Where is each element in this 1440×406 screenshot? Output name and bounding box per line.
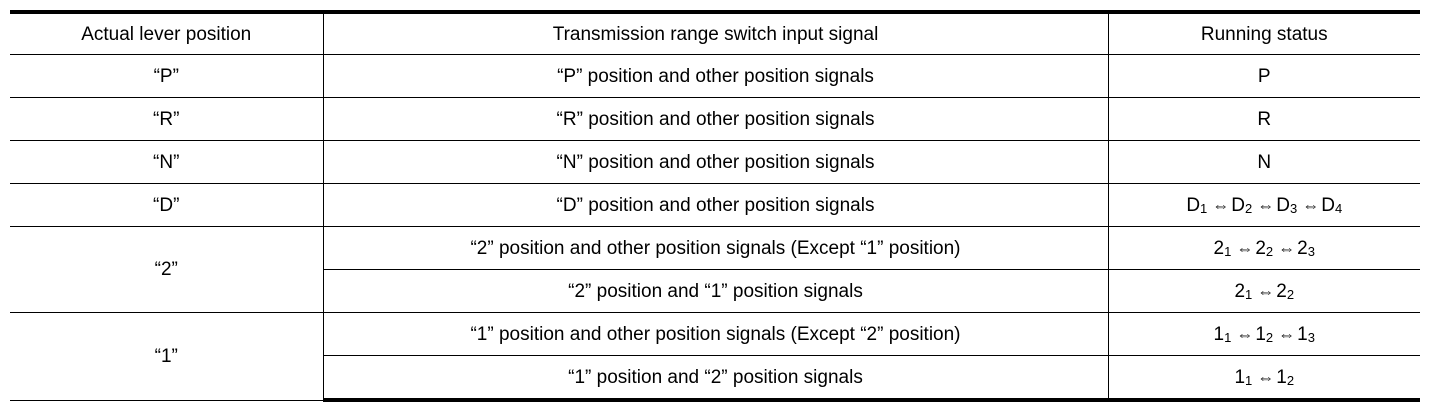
lever-position-cell: “N” <box>10 140 324 184</box>
running-status-cell: 21⇔22 <box>1107 269 1420 313</box>
gear-subscript: 1 <box>1245 286 1253 302</box>
lever-position-cell: “2” <box>10 226 324 313</box>
table-row: “1” “1” position and other position sign… <box>10 312 1420 401</box>
gear-subscript: 1 <box>1224 329 1232 345</box>
lever-position-cell: “1” <box>10 312 324 401</box>
input-signal-cell: “2” position and other position signals … <box>322 226 1109 270</box>
gear-label: D <box>1321 194 1335 216</box>
gear-label: 2 <box>1255 237 1266 259</box>
running-status-cell: D1⇔D2⇔D3⇔D4 <box>1107 183 1420 227</box>
gear-label: P <box>1257 65 1271 87</box>
gear-subscript: 2 <box>1265 329 1274 345</box>
gear-label: 1 <box>1234 366 1246 388</box>
header-lever-position: Actual lever position <box>10 10 324 55</box>
table-row: “N” “N” position and other position sign… <box>10 140 1420 184</box>
gear-label: 1 <box>1297 323 1308 345</box>
table-row: “R” “R” position and other position sign… <box>10 97 1420 141</box>
gear-label: N <box>1257 151 1272 173</box>
double-arrow-icon: ⇔ <box>1236 238 1254 258</box>
double-arrow-icon: ⇔ <box>1278 238 1296 258</box>
gear-subscript: 3 <box>1307 243 1315 259</box>
double-arrow-icon: ⇔ <box>1236 324 1254 344</box>
gear-label: D <box>1276 194 1290 216</box>
lever-position-cell: “D” <box>10 183 324 227</box>
running-status-cell: N <box>1107 140 1420 184</box>
double-arrow-icon: ⇔ <box>1302 195 1320 215</box>
double-arrow-icon: ⇔ <box>1257 367 1275 387</box>
gear-label: 2 <box>1276 280 1287 302</box>
shift-table-wrapper: Actual lever position Transmission range… <box>10 10 1420 402</box>
gear-label: 2 <box>1234 280 1246 302</box>
input-signal-cell: “1” position and “2” position signals <box>322 355 1109 402</box>
gear-label: 2 <box>1297 237 1308 259</box>
table-row: “2” “2” position and other position sign… <box>10 226 1420 313</box>
gear-label: D <box>1186 194 1201 216</box>
gear-subscript: 2 <box>1245 200 1253 216</box>
gear-label: 2 <box>1213 237 1225 259</box>
running-status-cell: 11⇔12 <box>1107 355 1420 402</box>
gear-subscript: 1 <box>1224 243 1232 259</box>
input-signal-cell: “2” position and “1” position signals <box>322 269 1109 313</box>
header-row: Actual lever position Transmission range… <box>10 10 1420 55</box>
gear-subscript: 4 <box>1334 200 1343 216</box>
gear-subscript: 2 <box>1286 286 1295 302</box>
transmission-range-table: Actual lever position Transmission range… <box>10 10 1420 402</box>
gear-subscript: 2 <box>1265 243 1274 259</box>
gear-subscript: 1 <box>1200 200 1208 216</box>
running-status-cell: R <box>1107 97 1420 141</box>
header-input-signal: Transmission range switch input signal <box>322 10 1109 55</box>
running-status-cell: P <box>1107 54 1420 98</box>
double-arrow-icon: ⇔ <box>1212 195 1230 215</box>
table-row: “D” “D” position and other position sign… <box>10 183 1420 227</box>
gear-subscript: 3 <box>1307 329 1315 345</box>
gear-label: 1 <box>1213 323 1225 345</box>
table-row: “2” position and “1” position signals 21… <box>10 269 1420 313</box>
running-status-cell: 21⇔22⇔23 <box>1107 226 1420 270</box>
gear-subscript: 3 <box>1289 200 1298 216</box>
input-signal-cell: “N” position and other position signals <box>322 140 1109 184</box>
lever-position-cell: “R” <box>10 97 324 141</box>
running-status-cell: 11⇔12⇔13 <box>1107 312 1420 356</box>
table-row: “1” position and “2” position signals 11… <box>10 355 1420 402</box>
lever-position-cell: “P” <box>10 54 324 98</box>
double-arrow-icon: ⇔ <box>1257 195 1275 215</box>
gear-subscript: 2 <box>1286 372 1295 388</box>
gear-label: D <box>1231 194 1246 216</box>
double-arrow-icon: ⇔ <box>1278 324 1296 344</box>
input-signal-cell: “R” position and other position signals <box>322 97 1109 141</box>
input-signal-cell: “1” position and other position signals … <box>322 312 1109 356</box>
gear-label: 1 <box>1255 323 1266 345</box>
gear-label: R <box>1257 108 1272 130</box>
header-running-status: Running status <box>1107 10 1420 55</box>
input-signal-cell: “P” position and other position signals <box>322 54 1109 98</box>
gear-label: 1 <box>1276 366 1287 388</box>
gear-subscript: 1 <box>1245 372 1253 388</box>
table-row: “P” “P” position and other position sign… <box>10 54 1420 98</box>
double-arrow-icon: ⇔ <box>1257 281 1275 301</box>
input-signal-cell: “D” position and other position signals <box>322 183 1109 227</box>
